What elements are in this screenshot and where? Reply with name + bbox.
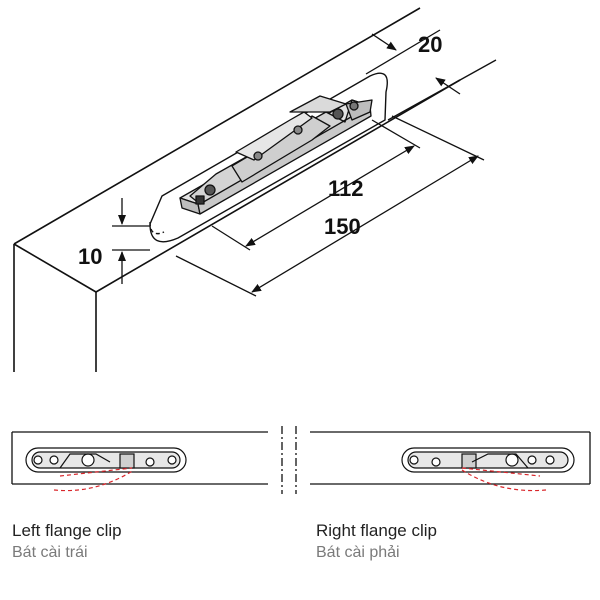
rivet-center [253,151,263,161]
rivet-right [293,125,303,135]
panel-left-edge [13,243,97,293]
arrow-20-b [435,77,461,95]
caption-left: Left flange clip Bát cài trái [12,520,122,564]
right-swing-arc [461,469,547,492]
dim-line-150 [251,155,479,293]
caption-right-subtitle: Bát cài phải [316,544,400,561]
screw-hole-left [204,184,216,196]
dimension-20 [365,29,497,121]
screw-hole-right-1 [332,108,344,120]
dimension-150-label: 150 [324,214,361,239]
panel-top-back-edge [13,7,421,245]
panel-top-front-edge [95,79,461,293]
left-swing-arc [53,469,135,492]
recess-pocket [149,72,388,243]
screw-hole-right-2 [349,101,359,111]
arrow-20-a [371,33,397,51]
left-clip-plan [25,447,187,492]
dimension-150 [175,115,485,297]
caption-left-subtitle: Bát cài trái [12,544,88,561]
ext-line-112-b [371,119,421,149]
ext-line-20-b [387,59,497,121]
panel-isometric [13,7,461,372]
right-clip-plan [401,447,575,492]
plan-views [11,426,591,494]
screw-left-head [195,195,205,205]
caption-right: Right flange clip Bát cài phải [316,520,437,564]
ext-line-150-a [175,255,257,297]
dimension-112-label: 112 [328,176,364,201]
ext-line-112-a [211,225,251,251]
dimension-10-label: 10 [78,244,102,269]
caption-right-title: Right flange clip [316,521,437,540]
ext-line-20-a [365,29,441,75]
dimension-20-label: 20 [418,32,442,57]
ext-line-150-b [391,115,485,161]
caption-left-title: Left flange clip [12,521,122,540]
dimension-10 [112,198,150,284]
